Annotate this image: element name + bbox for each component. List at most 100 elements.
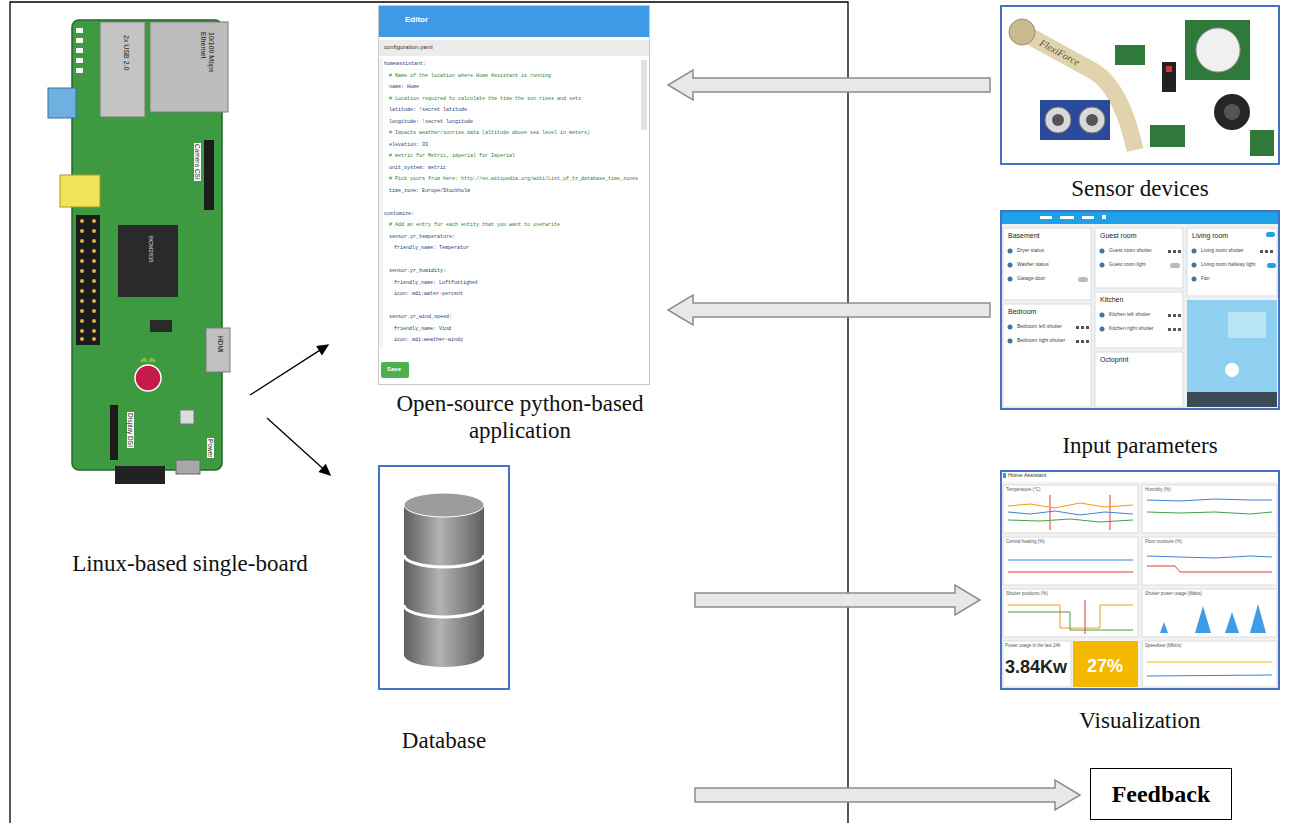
box-label: Feedback (1112, 780, 1211, 808)
dashboard-screenshot-part-part (1100, 263, 1105, 268)
system-boundary-part (10, 2, 848, 823)
charts-screenshot-part-part (1195, 606, 1211, 633)
dashboard-screenshot-part-part (1168, 328, 1171, 331)
dashboard-screenshot-part-part (1003, 228, 1091, 300)
dashboard-screenshot-part-part (1076, 340, 1079, 343)
raspberry-pi-board-part (115, 466, 165, 484)
code-line: # Location required to calculate the tim… (389, 97, 581, 103)
card-title: Bedroom (1008, 308, 1036, 316)
raspberry-pi-board-part-part (80, 289, 84, 293)
dashboard-screenshot-part-part (1095, 352, 1183, 407)
database-icon-part (404, 493, 484, 517)
raspberry-pi-board-part-part (92, 299, 96, 303)
charts-screenshot-part-part (1147, 512, 1272, 514)
entity-name: Washer status (1017, 262, 1049, 268)
raspberry-pi-board-part (118, 225, 178, 297)
raspberry-pi-board-part-part (80, 219, 84, 223)
sensor-photo-part (1214, 94, 1250, 130)
charts-screenshot-part-part (1003, 485, 1138, 533)
charts-screenshot-part-part (1142, 537, 1277, 585)
dashboard-screenshot (1000, 210, 1280, 410)
visualization-figure: Visualization (1000, 470, 1280, 734)
raspberry-pi-board-part-part (80, 279, 84, 283)
raspberry-pi-board (48, 20, 230, 484)
sensor-photo-part (1000, 5, 1280, 165)
raspberry-pi-board-part-part (92, 239, 96, 243)
dashboard-screenshot-part (1082, 216, 1094, 219)
dashboard-screenshot-part-part (1100, 313, 1105, 318)
raspberry-pi-board-part-part (92, 337, 96, 341)
raspberry-pi-board-part (206, 328, 230, 372)
charts-screenshot-part-part (1147, 556, 1272, 558)
charts-screenshot-part-part (1008, 511, 1133, 515)
dashboard-screenshot-part-part (1192, 263, 1197, 268)
card-title: Kitchen (1100, 296, 1123, 304)
raspberry-pi-board-part (76, 215, 100, 345)
entity-name: Garage door (1017, 276, 1045, 282)
dashboard-screenshot-part-part (1168, 250, 1171, 253)
dashboard-screenshot-part (1187, 392, 1277, 407)
dashboard-screenshot-part-part (1008, 263, 1013, 268)
dashboard-screenshot-part-part (1260, 250, 1263, 253)
chart-title: Shutter positions (%) (1006, 591, 1048, 596)
dashboard-screenshot-part (1225, 363, 1239, 377)
big-value: 3.84Kw (1005, 657, 1067, 678)
chip-name: BCM2835 (147, 236, 154, 263)
code-line: name: Home (389, 85, 419, 91)
chart-title: Shutter power usage (Watts) (1145, 591, 1202, 596)
image-frame (1000, 210, 1280, 410)
code-line: friendly_name: Luftfuktighet (394, 281, 478, 287)
raspberry-pi-board-part-part (92, 329, 96, 333)
app-title: Home Assistant (1008, 472, 1046, 478)
dashboard-screenshot-part-part (1178, 250, 1181, 253)
charts-screenshot-part-part (1008, 572, 1133, 573)
block-arrow (695, 585, 980, 615)
dashboard-screenshot-part-part (1173, 250, 1176, 253)
raspberry-pi-board-part-part (80, 337, 84, 341)
dashboard-screenshot-part (1076, 250, 1273, 343)
sensor-photo-part (1009, 19, 1035, 45)
sensor-photo-part (1040, 100, 1110, 140)
raspberry-pi-board-part (100, 22, 145, 117)
dashboard-screenshot-part (1266, 232, 1275, 237)
raspberry-pi-board-part (76, 58, 83, 63)
port-name: HDMI (217, 336, 224, 353)
entity-name: Fan (1201, 276, 1210, 282)
charts-screenshot-part-part (1250, 604, 1266, 633)
chart-title: Humidity (%) (1145, 487, 1171, 492)
dashboard-screenshot-part (1078, 277, 1088, 282)
port-name: Display DSI (127, 412, 134, 448)
raspberry-pi-board-part-part (80, 249, 84, 253)
raspberry-pi-board-part (76, 68, 83, 73)
system-boundary (10, 2, 848, 823)
raspberry-pi-board-part (140, 357, 156, 364)
raspberry-pi-board-part (176, 460, 200, 474)
dashboard-screenshot-part (1170, 263, 1180, 268)
dashboard-screenshot-part (1102, 215, 1106, 219)
raspberry-pi-board-part-part (80, 329, 84, 333)
sensor-photo-part (1166, 66, 1172, 72)
raspberry-pi-board-part (80, 219, 96, 341)
dashboard-screenshot-part-part (1008, 277, 1013, 282)
charts-screenshot-part-part (1147, 675, 1272, 676)
charts-screenshot-part-part (1008, 519, 1133, 522)
dashboard-screenshot-part-part (1178, 328, 1181, 331)
raspberry-pi-board-part-part (80, 269, 84, 273)
dashboard-screenshot-part (1187, 300, 1277, 392)
raspberry-pi-board-part-part (80, 299, 84, 303)
card-title: Basement (1008, 232, 1040, 240)
dashboard-screenshot-part-part (1008, 325, 1013, 330)
dashboard-screenshot-part-part (1187, 228, 1277, 296)
charts-screenshot-part-part (1147, 662, 1272, 663)
database-icon-part (404, 505, 484, 655)
code-line: friendly_name: Vind (394, 327, 451, 333)
charts-screenshot-part-part (1147, 566, 1272, 572)
dashboard-screenshot-part-part (1168, 314, 1171, 317)
charts-screenshot-part-part (1008, 503, 1133, 508)
charts-screenshot-part-part (1147, 499, 1272, 501)
raspberry-pi-board-part-part (92, 269, 96, 273)
dashboard-screenshot-part (1040, 216, 1052, 219)
port-name: Power (207, 438, 214, 458)
charts-screenshot-part-part (1050, 495, 1051, 530)
